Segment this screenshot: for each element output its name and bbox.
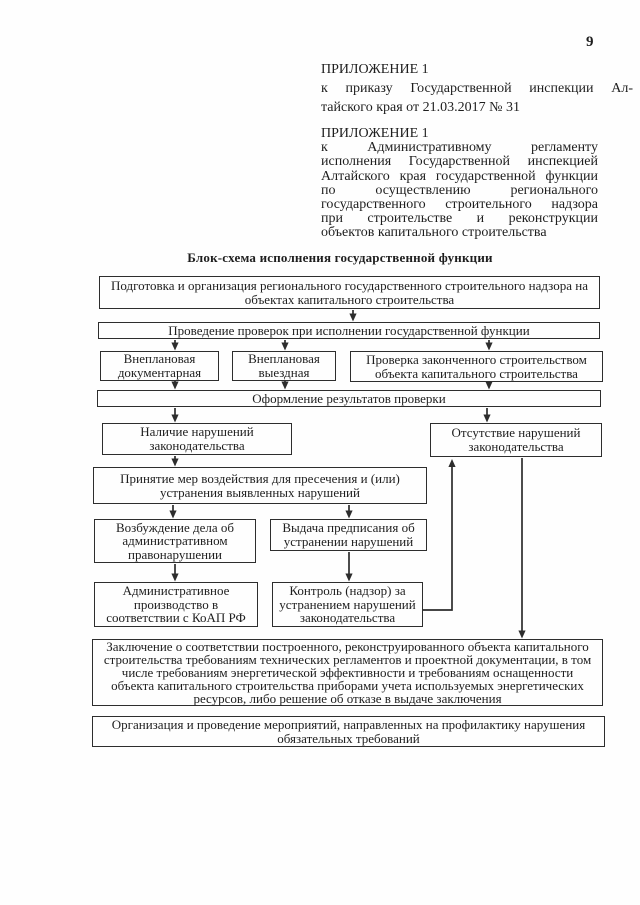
flow-node-prevention: Организация и проведение мероприятий, на… <box>92 716 605 747</box>
annex2-line: по осуществлению регионального <box>321 182 598 198</box>
flow-node-case-initiation: Возбуждение дела об административном пра… <box>94 519 256 563</box>
annex1-line: тайского края от 21.03.2017 № 31 <box>321 100 520 115</box>
arrow-violations-to-measures <box>171 456 179 467</box>
flow-node-unscheduled-documentary: Внеплановая документарная <box>100 351 219 381</box>
flow-node-preparation: Подготовка и организация регионального г… <box>99 276 600 309</box>
arrow-inspections-to-completed <box>485 340 493 351</box>
arrow-order-to-control <box>345 552 353 582</box>
arrow-results-to-violations <box>171 408 179 423</box>
flow-node-results: Оформление результатов проверки <box>97 390 601 407</box>
arrow-inspections-to-documentary <box>171 340 179 351</box>
annex2-title: ПРИЛОЖЕНИЕ 1 <box>321 126 429 141</box>
flowchart-title: Блок-схема исполнения государственной фу… <box>187 250 493 265</box>
flow-node-unscheduled-field: Внеплановая выездная <box>232 351 336 381</box>
arrow-completed-to-results <box>485 381 493 390</box>
flow-node-violations-found: Наличие нарушений законодательства <box>102 423 292 455</box>
annex2-block: ПРИЛОЖЕНИЕ 1 к Административному регламе… <box>321 126 598 241</box>
flow-node-inspections: Проведение проверок при исполнении госуд… <box>98 322 600 339</box>
flow-node-measures: Принятие мер воздействия для пресечения … <box>93 467 427 504</box>
arrow-measures-to-order <box>345 505 353 519</box>
annex1-title: ПРИЛОЖЕНИЕ 1 <box>321 62 429 77</box>
flow-node-conclusion: Заключение о соответствии построенного, … <box>92 639 603 706</box>
arrow-field-to-results <box>281 381 289 390</box>
arrow-case-to-admin <box>171 564 179 582</box>
arrow-documentary-to-results <box>171 381 179 390</box>
arrow-results-to-no-violations <box>483 408 491 423</box>
arrow-measures-to-case <box>169 505 177 519</box>
arrow-no-violations-to-conclusion <box>518 458 526 639</box>
flow-node-no-violations: Отсутствие нарушений законодательства <box>430 423 602 457</box>
annex2-line: Алтайского края государственной функции <box>321 168 598 184</box>
flow-node-completed-construction: Проверка законченного строительством объ… <box>350 351 603 382</box>
annex2-line: при строительстве и реконструкции <box>321 211 598 227</box>
arrow-preparation-to-inspections <box>349 310 357 322</box>
flow-node-admin-proceedings: Административное производство в соответс… <box>94 582 258 627</box>
annex1-block: ПРИЛОЖЕНИЕ 1 к приказу Государственной и… <box>321 60 633 117</box>
annex2-line: государственного строительного надзора <box>321 197 598 213</box>
flow-node-order-issue: Выдача предписания об устранении нарушен… <box>270 519 427 551</box>
arrow-control-to-no-violations <box>423 459 456 611</box>
page-number: 9 <box>586 34 594 50</box>
annex2-line: к Административному регламенту <box>321 140 598 156</box>
flow-node-control: Контроль (надзор) за устранением нарушен… <box>272 582 423 627</box>
annex2-line: исполнения Государственной инспекцией <box>321 154 598 170</box>
annex2-line: объектов капитального строительства <box>321 225 547 241</box>
arrow-inspections-to-field <box>281 340 289 351</box>
annex1-line: к приказу Государственной инспекции Ал- <box>321 81 633 96</box>
